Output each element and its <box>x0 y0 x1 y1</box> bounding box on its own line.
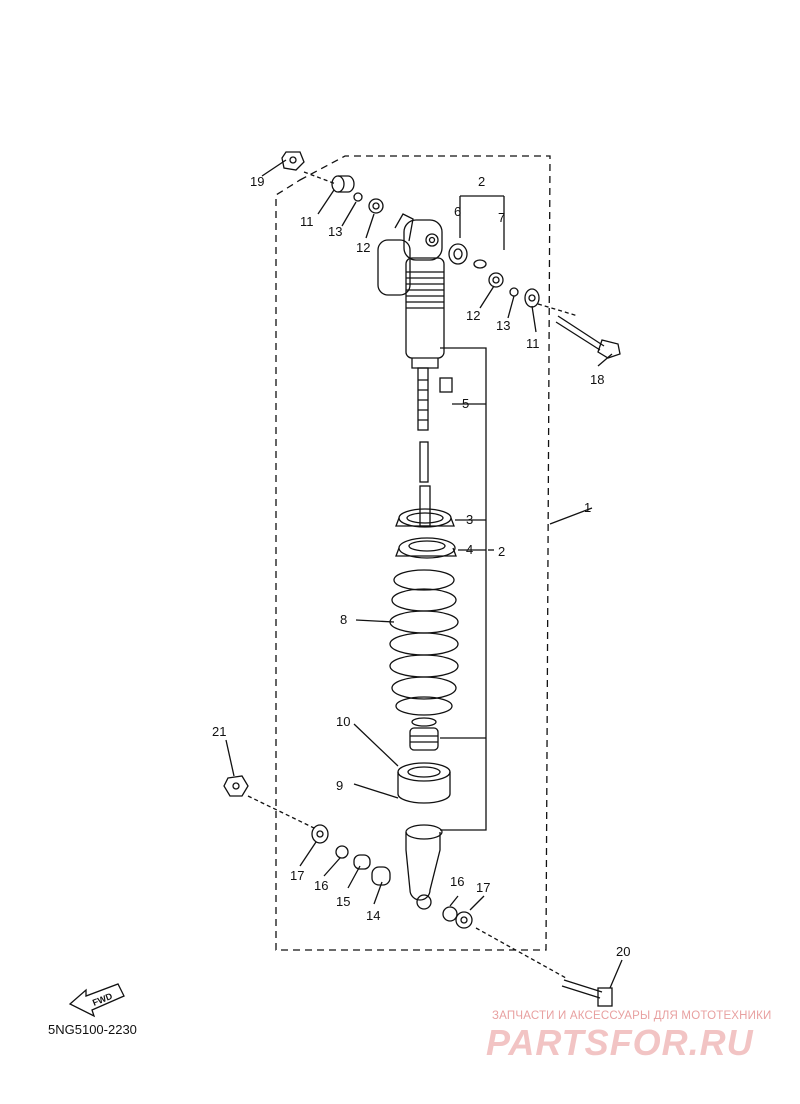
collar-17-left <box>311 824 329 844</box>
callout-13-left: 13 <box>328 224 342 239</box>
washer-16-right <box>442 906 458 922</box>
callout-3: 3 <box>466 512 473 527</box>
collar-11-right <box>524 288 540 308</box>
callout-11-left: 11 <box>300 214 314 229</box>
rod-segment <box>419 441 429 483</box>
callout-2-mid: 2 <box>498 544 505 559</box>
bushing-14 <box>371 866 391 886</box>
shock-body <box>377 213 445 369</box>
callout-11-right: 11 <box>526 336 540 351</box>
callout-10: 10 <box>336 714 350 729</box>
callout-17-right: 17 <box>476 880 490 895</box>
watermark-tagline: ЗАПЧАСТИ И АКСЕССУАРЫ ДЛЯ МОТОТЕХНИКИ <box>492 1010 772 1022</box>
callout-12-left: 12 <box>356 240 370 255</box>
rod-segment-lower <box>419 485 431 527</box>
callout-20: 20 <box>616 944 630 959</box>
oring-13-left <box>353 192 363 202</box>
callout-19: 19 <box>250 174 264 189</box>
bushing-6 <box>448 243 468 265</box>
nut-21 <box>223 775 249 797</box>
coil-spring <box>389 569 459 716</box>
bearing-15 <box>353 854 371 870</box>
callout-15: 15 <box>336 894 350 909</box>
collar-11-left <box>331 175 355 193</box>
callout-17-left: 17 <box>290 868 304 883</box>
callout-4: 4 <box>466 542 473 557</box>
lower-clevis <box>405 824 443 910</box>
nut-19 <box>281 151 305 171</box>
callout-21: 21 <box>212 724 226 739</box>
part-code: 5NG5100-2230 <box>48 1022 137 1037</box>
callout-16-left: 16 <box>314 878 328 893</box>
lower-spring-seat <box>397 762 451 804</box>
bump-stop <box>409 717 439 751</box>
circlip-7 <box>473 259 487 269</box>
bolt-20 <box>561 979 613 1007</box>
washer-16-left <box>335 845 349 859</box>
seal-12-left <box>368 198 384 214</box>
callout-7: 7 <box>498 210 505 225</box>
callout-1: 1 <box>584 500 591 515</box>
spring-seat-nut-4 <box>395 537 457 559</box>
collar-17-right <box>455 911 473 929</box>
assembly-boundary-dashed <box>275 155 551 951</box>
bolt-18 <box>555 315 621 359</box>
fwd-arrow-icon: FWD <box>68 983 125 1018</box>
callout-5: 5 <box>462 396 469 411</box>
spring-seat-nut-3 <box>395 508 455 528</box>
callout-6: 6 <box>454 204 461 219</box>
callout-16-right: 16 <box>450 874 464 889</box>
callout-8: 8 <box>340 612 347 627</box>
callout-2-top: 2 <box>478 174 485 189</box>
callout-13-right: 13 <box>496 318 510 333</box>
seal-12-right <box>488 272 504 288</box>
watermark-logo: PARTSFOR.RU <box>486 1022 754 1063</box>
callout-12-right: 12 <box>466 308 480 323</box>
oring-13-right <box>509 287 519 297</box>
callout-9: 9 <box>336 778 343 793</box>
piston-rod <box>417 367 453 431</box>
callout-14: 14 <box>366 908 380 923</box>
callout-18: 18 <box>590 372 604 387</box>
